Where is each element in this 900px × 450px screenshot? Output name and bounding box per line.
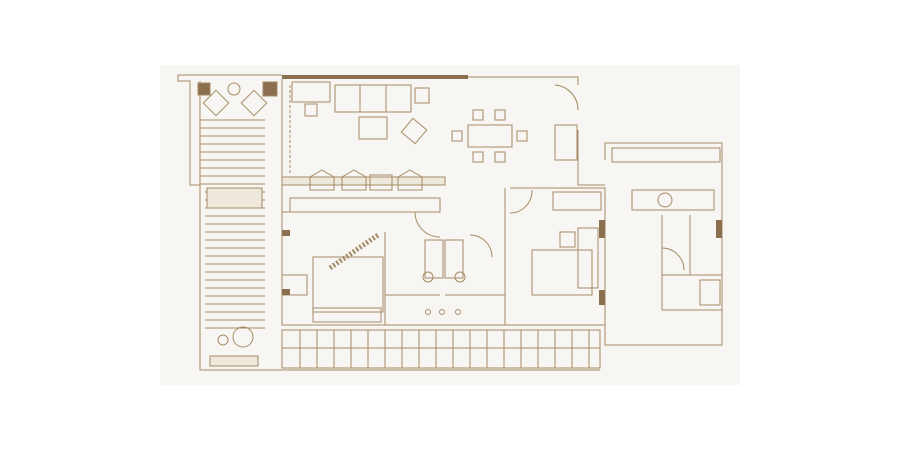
door-swing-bedroom1 — [414, 211, 441, 238]
wall-column-1 — [282, 230, 290, 236]
bed-2 — [531, 249, 593, 296]
chair-small — [304, 103, 318, 117]
lounger-1 — [202, 89, 230, 117]
plan-panel — [160, 65, 740, 385]
washer — [699, 279, 721, 306]
terrace-chair — [232, 326, 254, 348]
armchair — [400, 117, 428, 145]
utility-door-swing — [661, 247, 685, 271]
wall-column-5 — [716, 220, 722, 238]
terrace-south — [281, 329, 601, 369]
planter-2 — [262, 81, 278, 97]
bed-1-throw — [328, 232, 380, 271]
sink-3 — [455, 309, 461, 315]
shower-2 — [444, 239, 464, 279]
sofa — [334, 84, 412, 113]
door-swing-bedroom2 — [509, 189, 533, 214]
sink-2 — [439, 309, 445, 315]
hob — [657, 192, 673, 208]
terrace-south-grid — [282, 330, 600, 368]
cabinet — [554, 124, 578, 161]
utility-walls — [661, 215, 722, 311]
bar-stools — [309, 169, 423, 191]
wall-column-4 — [599, 290, 605, 305]
wall-column-2 — [282, 289, 290, 295]
nightstand — [559, 231, 576, 248]
north-wall — [282, 75, 468, 79]
toilet-1 — [422, 271, 434, 283]
terrace-side-table — [217, 334, 229, 346]
shower-1 — [424, 239, 444, 279]
wall-column-3 — [599, 220, 605, 238]
coffee-table — [358, 116, 388, 140]
desk-1 — [312, 307, 382, 323]
planter-1 — [197, 82, 211, 96]
wardrobe-2 — [577, 227, 599, 289]
dining-chairs — [451, 109, 528, 163]
desk-2 — [552, 191, 602, 211]
kitchen-run — [611, 147, 721, 163]
wardrobe-1 — [281, 274, 308, 296]
side-table — [414, 87, 430, 104]
round-table — [227, 82, 241, 96]
sink-1 — [425, 309, 431, 315]
island — [631, 189, 715, 211]
bath-door-swing — [469, 234, 493, 258]
dining-table — [467, 124, 513, 148]
lounger-2 — [240, 89, 268, 117]
armchair-pair — [291, 81, 331, 103]
planter-row-south — [209, 355, 259, 367]
planter-row — [206, 187, 263, 209]
back-counter — [289, 197, 441, 213]
entry-door-swing — [554, 84, 579, 111]
toilet-2 — [454, 271, 466, 283]
kitchen-counter — [281, 176, 446, 186]
